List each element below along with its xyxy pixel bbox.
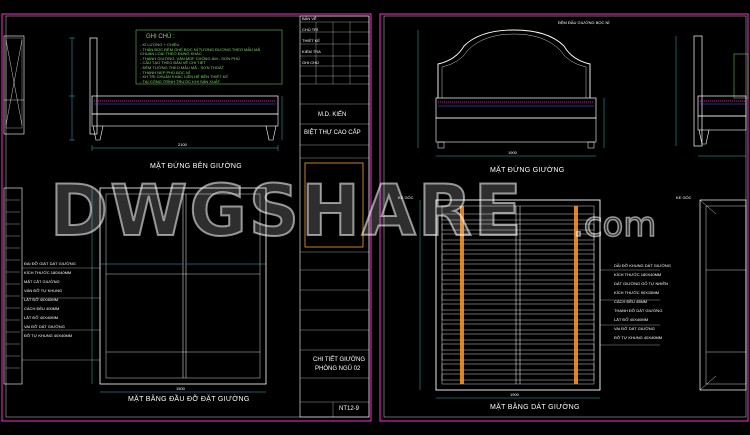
dim-front-width: 1900 [508,150,517,155]
titleblock-row-label: GHI CHÚ [302,60,319,65]
view-title-slat-plan: MẶT BẰNG DÁT GIƯỜNG [490,404,580,411]
sheet1-logo-box [304,162,364,248]
note-line: - KÍ LƯỢNG + CHIỀU [140,42,180,47]
slat-plan [419,199,747,399]
bed-slat [441,363,595,371]
note-line: - THÂN BỌC ĐỆM GHẾ BỌC NỈ TƯƠNG ĐƯƠNG TH… [140,46,261,52]
titleblock-drawing-title-1: CHI TIẾT GIƯỜNG [313,357,366,363]
titleblock-drawing-title-2: PHÒNG NGỦ 02 [315,366,361,372]
titleblock-row-label: THIẾT KẾ [302,38,320,43]
dim-support-width: 1500 [176,386,185,391]
bed-slat [441,223,595,231]
bed-slat [441,213,595,221]
bed-slat [441,243,595,251]
note-line: - KH TRI CHUẨN KHÁC LIÊN HỆ BÊN THIẾT KẾ [140,74,229,80]
slat-label: LẮT ĐỠ 40X40MM [614,317,649,322]
support-label: LẮT ĐỠ 40X40MM [24,315,59,320]
slat-label: DẦI ĐỠ KHUNG DÁT GIƯỜNG [614,263,671,268]
side-elevation [3,29,283,151]
sheet1-titleblock-grid [300,21,369,417]
slat-label: VAI ĐỠ DÁT GIƯỜNG [614,326,655,331]
note-line: - THANH GIƯỜNG: VÁN MDF CHỐNG ẨM - SƠN P… [140,55,240,61]
support-label: KÍCH THƯỚC 180X40MM [24,270,72,275]
sheet2-border [379,13,749,422]
note-line: - TẠI CÔNG TRÌNH TRƯỚC KHI SẢN XUẤT [140,78,220,84]
slat-label: CÁCH ĐỀU 45MM [614,299,648,304]
note-line: - ĐỆM TƯỜNG THEO MẪU MÃ - SƠN THOÁT [140,65,225,70]
sheet1-titleblock [299,15,370,418]
bed-slat [441,313,595,321]
bed-slat [441,273,595,281]
support-label: CÁCH ĐỀU 400MM [24,306,60,311]
bed-slat [441,333,595,341]
support-plan [3,187,267,393]
bed-slat [441,293,595,301]
support-label: LẮT ĐỠ 40X40MM [24,297,59,302]
bed-slat [441,323,595,331]
titleblock-sheet-no: NT12-9 [339,406,360,412]
dim-slat-width: 1900 [510,392,519,397]
corner-brace-label-left: KE GÓC [398,195,414,200]
watermark-text: DWGSHARE [49,169,524,253]
note-line: - CẤU TẠO THEO BẢN VẼ CHI TIẾT [140,60,206,66]
slat-label: ĐỠ TỰ KHUNG 40X40MM [614,335,663,340]
slat-label: KÍCH THƯỚC 180X40MM [614,272,662,277]
titleblock-project-label: M.D. KIẾN [318,112,347,118]
corner-brace-label-right: KE GÓC [676,195,692,200]
bed-slat [441,303,595,311]
sheet1-border [1,13,372,422]
support-label: VAI ĐỠ DÁT GIƯỜNG [24,324,65,329]
dim-side-width: 2100 [178,142,187,147]
watermark-suffix: .com [572,204,657,246]
slat-label: KÍCH THƯỚC 90X15MM [614,290,660,295]
titleblock-row-label: CHỦ TRÌ [302,27,319,32]
titleblock-project: BIỆT THỰ CAO CẤP [304,130,361,136]
note-line: CHUẨN LOẠI THEO ĐÚNG KHÁC [140,51,202,57]
note-line: - THANH NẸP PHỦ BỌC NỈ [140,69,190,75]
front-elevation [417,29,749,157]
bed-slat [441,263,595,271]
support-label: VÁN ĐỠ TỰ KHUNG [24,288,63,293]
bed-slat [441,253,595,261]
view-title-support-plan: MẶT BẰNG ĐẦU ĐỠ ĐẶT GIƯỜNG [128,396,250,403]
bed-slat [441,343,595,351]
titleblock-row-label: KIỂM TRA [302,49,321,54]
view-title-side-elevation: MẶT ĐỨNG BÊN GIƯỜNG [150,163,242,170]
support-label: MẶT CẮT GIƯỜNG [24,279,60,284]
slat-label: THANH ĐỠ DÁT GIƯỜNG [614,308,663,313]
support-label: ĐỠ TỰ KHUNG 40X40MM [24,333,73,338]
view-title-front-elevation: MẶT ĐỨNG GIƯỜNG [490,167,565,174]
bed-slat [441,373,595,381]
titleblock-row-label: BẢN VẼ [302,16,317,21]
notes-title: GHI CHÚ : [146,34,175,40]
slat-label: DÁT GIƯỜNG GỖ TỰ NHIÊN [614,281,668,286]
bed-slat [441,283,595,291]
bed-slat [441,353,595,361]
headboard-label: ĐỆM ĐẦU GIƯỜNG BỌC NỈ [558,20,610,25]
support-label: ĐẠI ĐỠ GIÁT DÁT GIƯỜNG [24,261,76,266]
bed-slat [441,233,595,241]
